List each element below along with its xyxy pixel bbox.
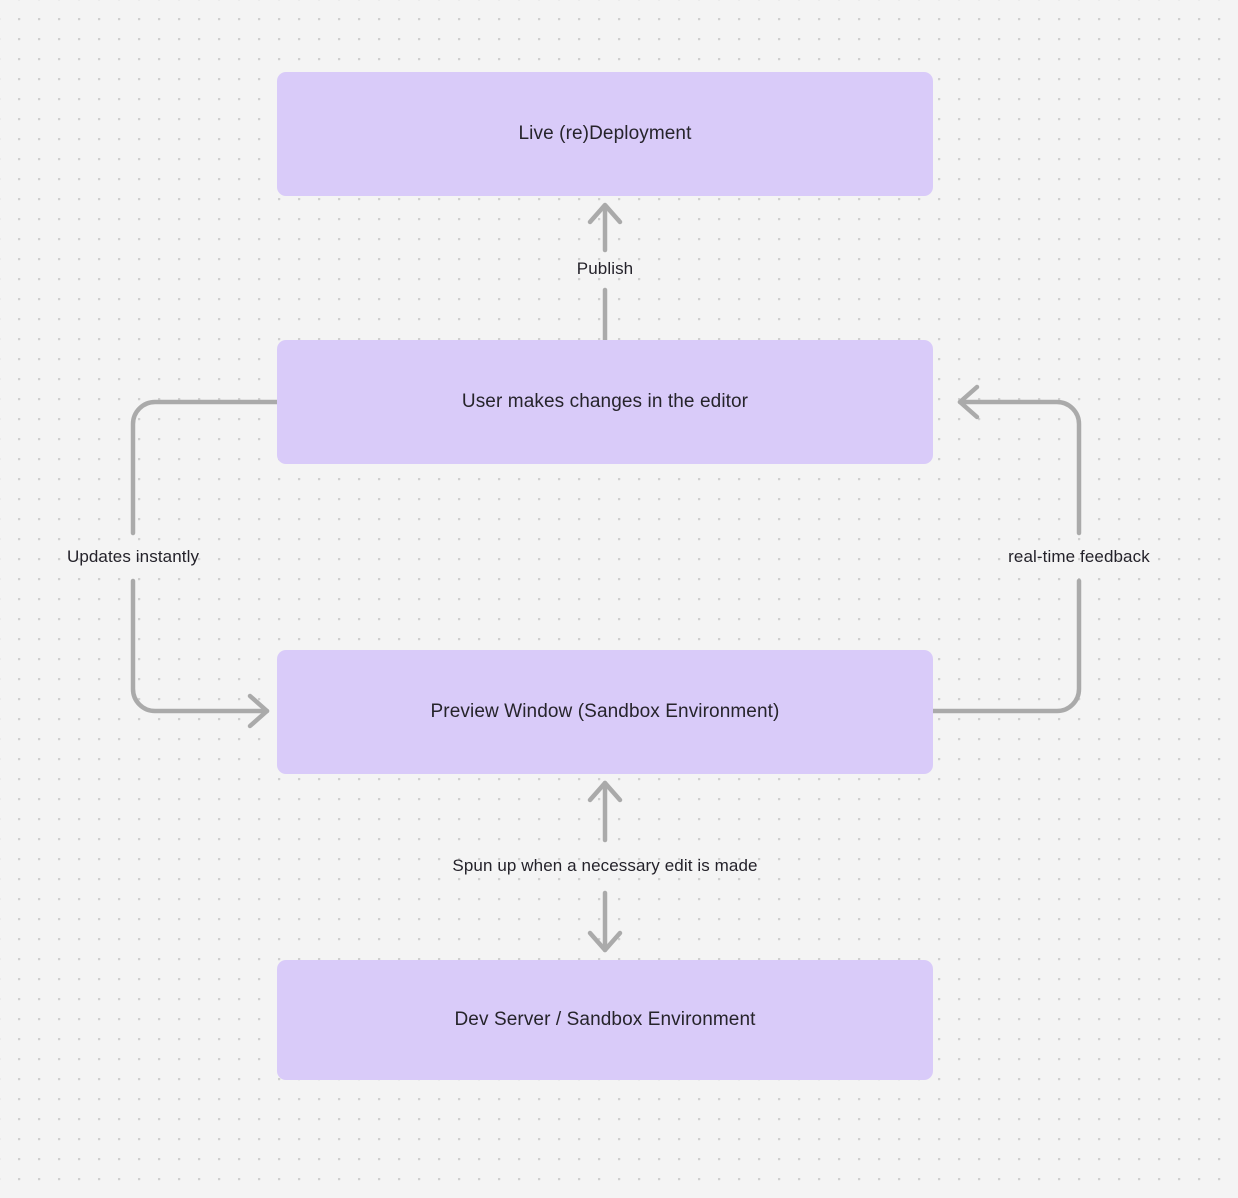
edge-label-updates-instantly: Updates instantly: [66, 547, 200, 566]
node-user-changes-label: User makes changes in the editor: [461, 391, 749, 413]
node-live-deployment-label: Live (re)Deployment: [518, 123, 692, 145]
node-preview-window[interactable]: Preview Window (Sandbox Environment): [277, 650, 933, 774]
node-preview-window-label: Preview Window (Sandbox Environment): [430, 701, 780, 723]
edge-label-spun-up: Spun up when a necessary edit is made: [452, 856, 758, 875]
node-live-deployment[interactable]: Live (re)Deployment: [277, 72, 933, 196]
node-dev-server[interactable]: Dev Server / Sandbox Environment: [277, 960, 933, 1080]
edge-label-publish: Publish: [576, 259, 634, 278]
node-dev-server-label: Dev Server / Sandbox Environment: [454, 1009, 756, 1031]
edge-label-real-time-feedback: real-time feedback: [1008, 547, 1150, 566]
node-user-changes[interactable]: User makes changes in the editor: [277, 340, 933, 464]
